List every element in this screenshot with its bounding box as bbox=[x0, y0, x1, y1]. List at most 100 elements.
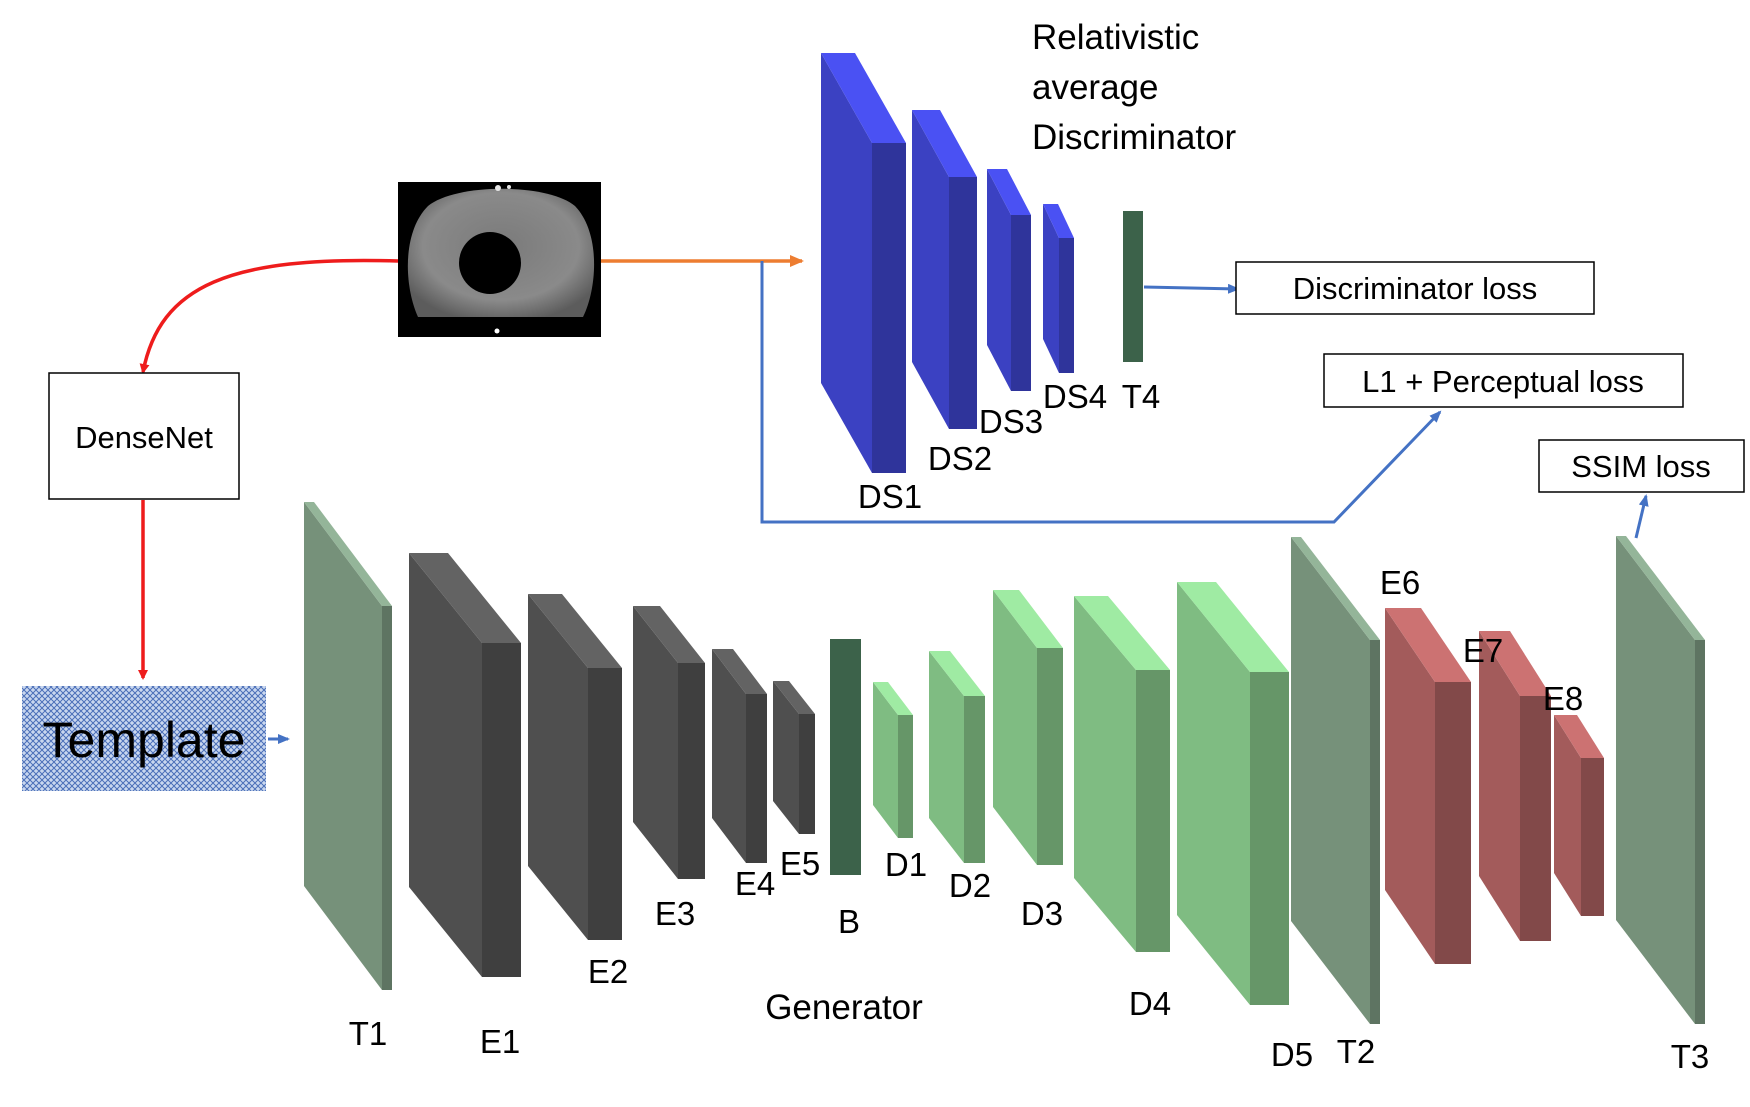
layer-label-e6: E6 bbox=[1380, 564, 1420, 601]
layer-side-face bbox=[1177, 582, 1250, 1005]
layer-label-e4: E4 bbox=[735, 865, 775, 902]
layer-front-face bbox=[964, 696, 985, 863]
template-box: Template bbox=[22, 686, 266, 791]
layer-label-ds3: DS3 bbox=[979, 403, 1043, 440]
layer-side-face bbox=[1554, 715, 1581, 916]
layer-label-t2: T2 bbox=[1337, 1033, 1376, 1070]
discriminator-title: Relativistic average Discriminator bbox=[1032, 18, 1237, 157]
layer-side-face bbox=[1074, 596, 1136, 952]
layer-e4 bbox=[712, 649, 767, 863]
layer-top-face bbox=[929, 651, 985, 696]
layer-front-face bbox=[1037, 648, 1063, 865]
layer-side-face bbox=[929, 651, 964, 863]
layer-side-face bbox=[633, 606, 678, 879]
title-line-3: Discriminator bbox=[1032, 118, 1237, 157]
layer-top-face bbox=[528, 594, 622, 668]
layer-top-face bbox=[987, 169, 1031, 215]
layer-d3 bbox=[993, 590, 1063, 865]
layer-front-face bbox=[1136, 670, 1170, 952]
layer-front-face bbox=[746, 694, 767, 863]
title-line-2: average bbox=[1032, 68, 1158, 107]
layer-front-face bbox=[588, 668, 622, 940]
layer-top-face bbox=[873, 682, 913, 715]
layer-front-face bbox=[1250, 672, 1289, 1005]
discriminator-feedback-line bbox=[760, 261, 1442, 524]
layer-side-face bbox=[1616, 536, 1695, 1024]
layer-side-face bbox=[873, 682, 898, 838]
layer-front-face bbox=[1059, 238, 1074, 373]
layer-front-face bbox=[949, 177, 977, 429]
layer-side-face bbox=[993, 590, 1037, 865]
layer-top-face bbox=[1291, 537, 1380, 640]
layer-label-t3: T3 bbox=[1671, 1038, 1710, 1075]
layer-top-face bbox=[633, 606, 705, 663]
layer-label-e2: E2 bbox=[588, 953, 628, 990]
layer-t4 bbox=[1123, 211, 1143, 362]
layer-top-face bbox=[1177, 582, 1289, 672]
layer-side-face bbox=[773, 681, 799, 834]
layer-side-face bbox=[1385, 608, 1435, 964]
layer-label-t1: T1 bbox=[349, 1015, 388, 1052]
layer-front-face bbox=[1581, 758, 1604, 916]
layer-front-face bbox=[1695, 640, 1705, 1024]
layer-label-d4: D4 bbox=[1129, 985, 1171, 1022]
layer-label-d1: D1 bbox=[885, 846, 927, 883]
layer-label-d5: D5 bbox=[1271, 1036, 1313, 1073]
layer-top-face bbox=[1043, 204, 1074, 238]
layer-front-face bbox=[1370, 640, 1380, 1024]
layer-front-face bbox=[830, 639, 861, 875]
layer-label-ds1: DS1 bbox=[858, 478, 922, 515]
layer-top-face bbox=[1479, 631, 1551, 696]
layer-front-face bbox=[799, 714, 815, 834]
ssim-loss-box: SSIM loss bbox=[1538, 439, 1745, 493]
layer-top-face bbox=[1616, 536, 1705, 640]
generator-label: Generator bbox=[765, 988, 923, 1027]
layer-ds2 bbox=[912, 110, 977, 429]
layer-label-e5: E5 bbox=[780, 845, 820, 882]
t3-to-ssim-arrow bbox=[1634, 494, 1649, 539]
layer-side-face bbox=[528, 594, 588, 940]
t4-to-loss-arrow bbox=[1143, 283, 1240, 294]
discriminator-loss-box: Discriminator loss bbox=[1235, 261, 1595, 315]
layer-top-face bbox=[773, 681, 815, 714]
layer-t2 bbox=[1291, 537, 1380, 1024]
layer-ds3 bbox=[987, 169, 1031, 391]
ssim-loss-label: SSIM loss bbox=[1571, 449, 1711, 484]
layer-d4 bbox=[1074, 596, 1170, 952]
connectors bbox=[138, 255, 1649, 744]
layer-b bbox=[830, 639, 861, 875]
layer-ds4 bbox=[1043, 204, 1074, 373]
layer-side-face bbox=[1043, 204, 1059, 373]
layer-top-face bbox=[912, 110, 977, 177]
densenet-box: DenseNet bbox=[48, 372, 240, 500]
discriminator-loss-label: Discriminator loss bbox=[1293, 271, 1538, 306]
layer-side-face bbox=[912, 110, 949, 429]
layer-label-d3: D3 bbox=[1021, 895, 1063, 932]
layer-front-face bbox=[1123, 211, 1143, 362]
layer-side-face bbox=[304, 502, 382, 990]
layer-label-e7: E7 bbox=[1463, 632, 1503, 669]
layer-front-face bbox=[1011, 215, 1031, 391]
layer-t1 bbox=[304, 502, 392, 990]
layer-side-face bbox=[987, 169, 1011, 391]
layer-side-face bbox=[1291, 537, 1370, 1024]
layer-d1 bbox=[873, 682, 913, 838]
template-label: Template bbox=[43, 712, 246, 768]
layer-top-face bbox=[1074, 596, 1170, 670]
layer-label-e1: E1 bbox=[480, 1023, 520, 1060]
layer-top-face bbox=[409, 553, 521, 643]
layer-ds1 bbox=[821, 53, 906, 473]
layer-label-e3: E3 bbox=[655, 895, 695, 932]
layer-front-face bbox=[1435, 682, 1471, 964]
layer-d5 bbox=[1177, 582, 1289, 1005]
layer-t3 bbox=[1616, 536, 1705, 1024]
layer-e3 bbox=[633, 606, 705, 879]
layer-top-face bbox=[712, 649, 767, 694]
layer-label-ds2: DS2 bbox=[928, 440, 992, 477]
layer-top-face bbox=[1385, 608, 1471, 682]
layer-e2 bbox=[528, 594, 622, 940]
layer-front-face bbox=[872, 143, 906, 473]
layer-front-face bbox=[382, 606, 392, 990]
